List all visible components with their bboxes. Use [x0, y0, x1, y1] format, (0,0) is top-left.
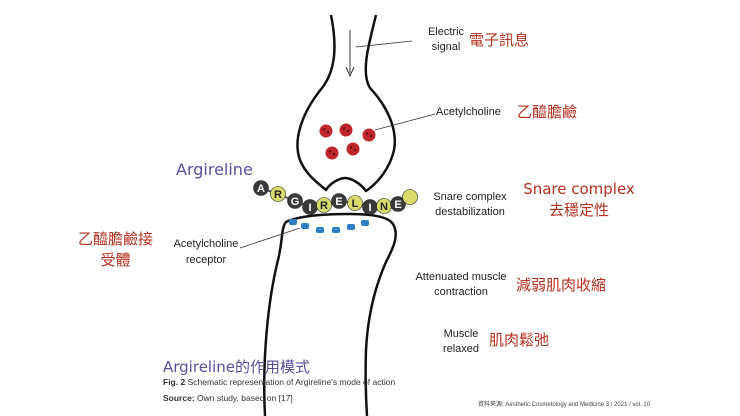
relaxed-line1: Muscle — [443, 328, 479, 340]
mode-title: Argireline的作用模式 — [163, 358, 310, 376]
snare-label: Snare complex destabilization — [425, 190, 515, 220]
electric-signal-zh: 電子訊息 — [469, 31, 530, 49]
signal-arrow-head — [345, 66, 355, 78]
peptide-letter: N — [380, 201, 388, 213]
peptide-bead: G — [287, 193, 303, 209]
postsynaptic-membrane — [262, 212, 397, 416]
peptide-letter: A — [257, 183, 265, 195]
vesicle — [339, 123, 353, 137]
peptide-bead: I — [302, 199, 318, 215]
vesicle — [362, 128, 376, 142]
attenuated-line2: contraction — [434, 286, 488, 298]
receptor-pointer — [239, 227, 301, 249]
receptor — [301, 223, 309, 229]
receptor-line1: Acetylcholine — [173, 238, 239, 250]
acetylcholine-vesicles — [319, 123, 376, 160]
snare-line1: Snare complex — [433, 191, 507, 203]
peptide-letter: R — [320, 200, 328, 212]
acetylcholine-label: Acetylcholine — [436, 106, 501, 118]
peptide-bead — [402, 189, 418, 205]
peptide-letter: L — [352, 198, 359, 210]
receptor-zh-line2: 受體 — [100, 251, 131, 269]
acetylcholine-receptors — [289, 219, 369, 233]
argireline-title: Argireline — [176, 160, 253, 179]
receptor — [332, 227, 340, 233]
peptide-letter: I — [308, 202, 311, 214]
receptor — [361, 220, 369, 226]
acetylcholine-pointer — [374, 113, 436, 131]
receptor — [289, 219, 297, 225]
peptide-bead: I — [362, 199, 378, 215]
peptide-letter: I — [368, 202, 371, 214]
source-note: 資料來源: Aesthetic Cosmetology and Medicine… — [478, 402, 651, 408]
figure-caption: Fig. 2 Schematic representation of Argir… — [163, 377, 395, 387]
relaxed-zh: 肌肉鬆弛 — [489, 331, 550, 349]
receptor-zh: 乙醯膽鹼接 受體 — [78, 229, 153, 271]
presynaptic-terminal — [296, 14, 397, 193]
snare-zh-line1: Snare complex — [523, 180, 635, 198]
peptide-letter: G — [291, 196, 300, 208]
figure-source: Source: Own study, based on [17] — [163, 393, 293, 403]
peptide-bead: E — [331, 193, 347, 209]
acetylcholine-zh: 乙醯膽鹼 — [517, 103, 578, 121]
electric-signal-pointer — [355, 40, 413, 48]
peptide-bead: L — [347, 195, 363, 211]
relaxed-line2: relaxed — [442, 343, 480, 355]
relaxed-label: Muscle relaxed — [436, 327, 486, 357]
receptor — [316, 227, 324, 233]
receptor-zh-line1: 乙醯膽鹼接 — [78, 230, 154, 248]
vesicle — [346, 142, 360, 156]
attenuated-line1: Attenuated muscle — [415, 271, 507, 283]
figure-source-label: Source: — [163, 393, 195, 403]
figure-caption-text: Schematic representation of Argireline's… — [185, 377, 396, 387]
receptor-line2: receptor — [185, 254, 227, 266]
peptide-letter: E — [335, 196, 342, 208]
peptide-letter: E — [394, 199, 401, 211]
snare-zh-line2: 去穩定性 — [548, 201, 609, 219]
snare-line2: destabilization — [435, 206, 505, 218]
peptide-bead: R — [270, 186, 286, 202]
figure-source-text: Own study, based on [17] — [194, 393, 293, 403]
electric-signal-line1: Electric — [427, 26, 465, 38]
receptor-label: Acetylcholine receptor — [168, 236, 244, 268]
electric-signal-label: Electric signal — [416, 25, 476, 55]
electric-signal-line2: signal — [431, 41, 461, 53]
peptide-bead: R — [316, 197, 332, 213]
peptide-bead: A — [253, 180, 269, 196]
vesicle — [319, 124, 333, 138]
receptor — [347, 224, 355, 230]
peptide-letter: R — [274, 189, 282, 201]
attenuated-zh: 減弱肌肉收縮 — [516, 276, 607, 294]
figure-caption-label: Fig. 2 — [163, 377, 186, 387]
vesicle — [325, 146, 339, 160]
peptide-bead: N — [376, 198, 392, 214]
attenuated-label: Attenuated muscle contraction — [409, 270, 513, 300]
peptide-bead: E — [390, 196, 406, 212]
snare-zh: Snare complex 去穩定性 — [514, 179, 644, 221]
